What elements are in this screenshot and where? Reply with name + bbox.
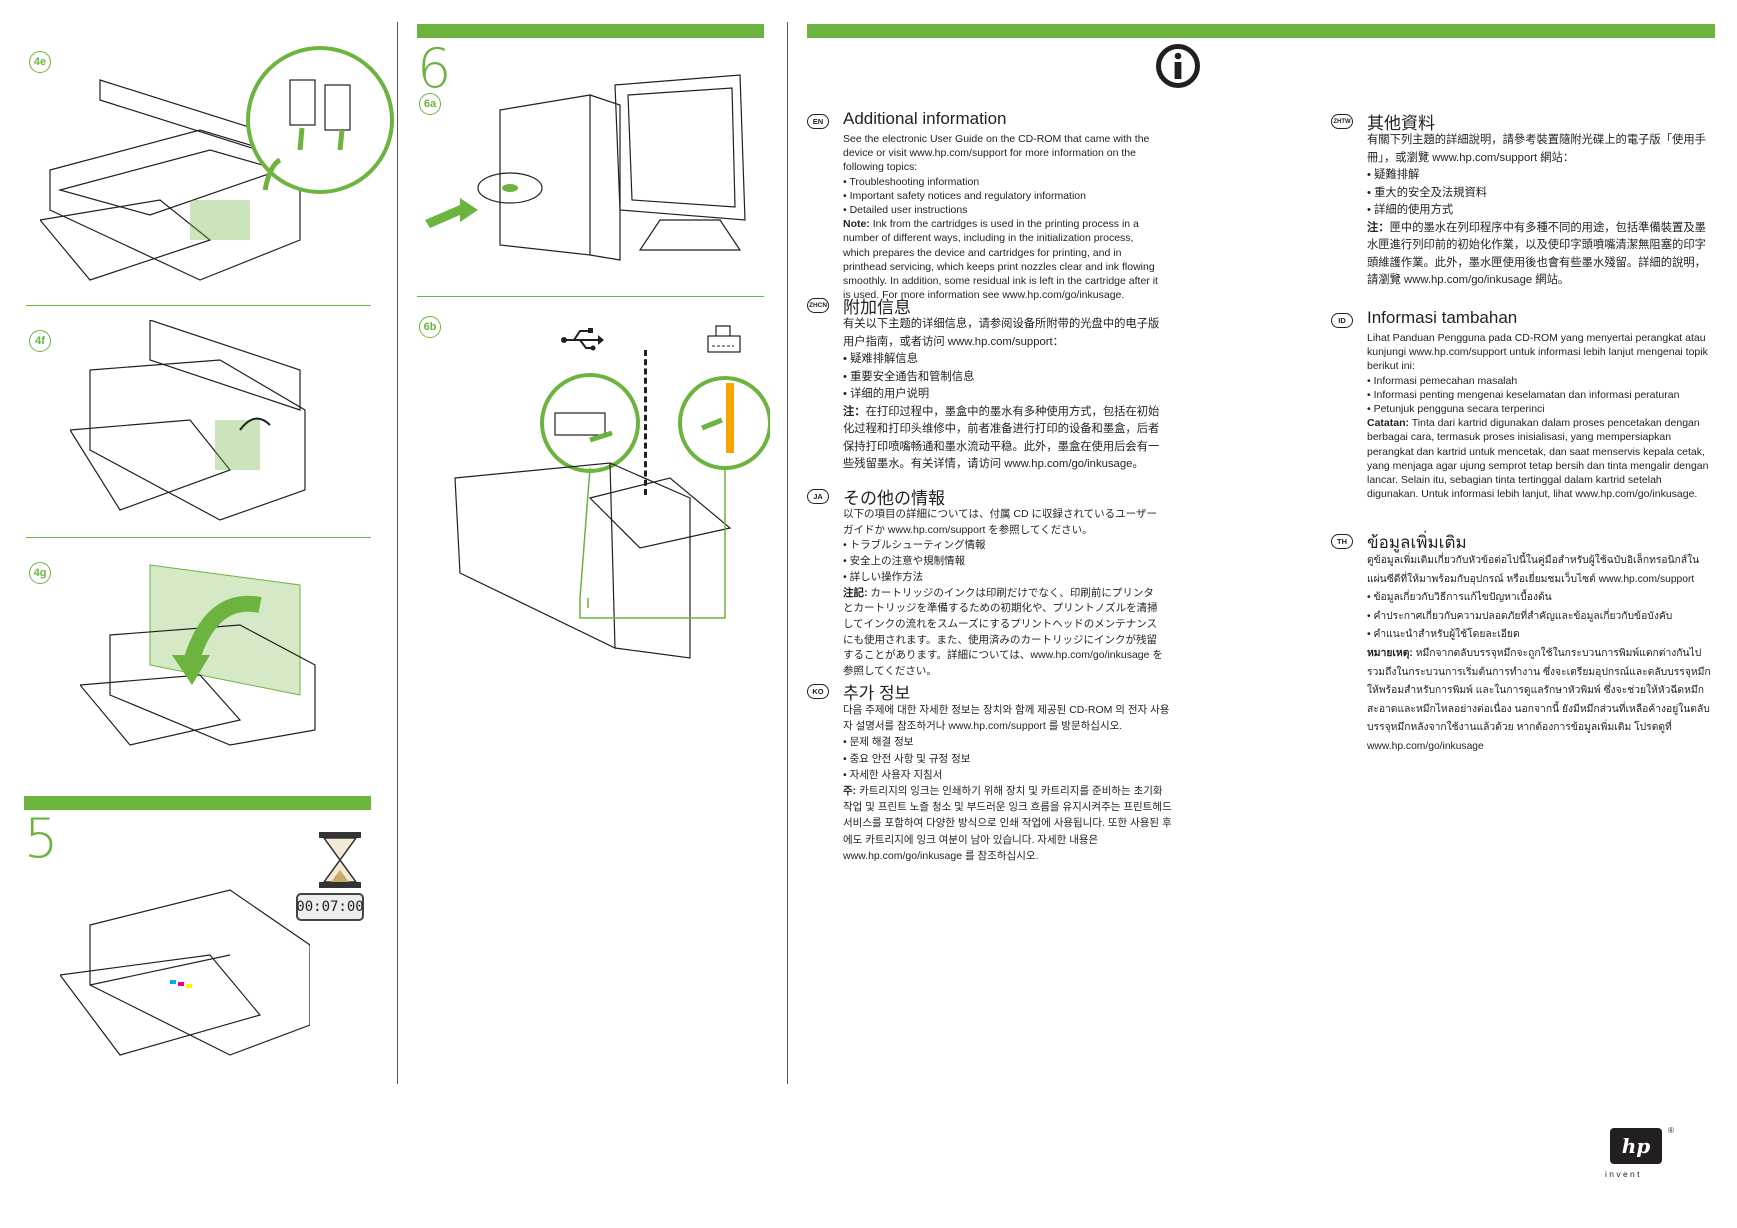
info-bar (807, 24, 1715, 38)
note-label: Catatan: (1367, 417, 1410, 430)
section-ja-intro: 以下の項目の詳細については、付属 CD に収録されているユーザーガイドか www… (843, 508, 1157, 536)
section-ja-note: カートリッジのインクは印刷だけでなく、印刷前にプリンタとカートリッジを準備するた… (843, 586, 1163, 678)
list-item: ข้อมูลเกี่ยวกับวิธีการแก้ไขปัญหาเบื้องต้… (1367, 589, 1712, 608)
section-zhcn-note: 在打印过程中，墨盒中的墨水有多种使用方式，包括在初始化过程和打印头维修中，前者准… (843, 405, 1160, 471)
section-ko-title: 추가 정보 (843, 684, 911, 703)
printer-cartridge-illustration (40, 46, 394, 281)
lang-badge-en: EN (807, 114, 829, 129)
section-th-title: ข้อมูลเพิ่มเติม (1367, 533, 1467, 552)
section-en-title: Additional information (843, 109, 1007, 128)
list-item: 重大的安全及法規資料 (1367, 185, 1712, 203)
list-item: คำแนะนำสำหรับผู้ใช้โดยละเอียด (1367, 626, 1712, 645)
step-badge-6b: 6b (419, 316, 441, 338)
note-label: 주: (843, 785, 857, 798)
list-item: 문제 해결 정보 (843, 734, 1173, 750)
list-item: 疑難排解 (1367, 167, 1712, 185)
section-zhcn-title: 附加信息 (843, 298, 911, 317)
step-5-number: 5 (24, 807, 59, 870)
section-ko-note: 카트리지의 잉크는 인쇄하기 위해 장치 및 카트리지를 준비하는 초기화 작업… (843, 785, 1172, 862)
step-badge-4f: 4f (29, 330, 51, 352)
list-item: 安全上の注意や規制情報 (843, 554, 1163, 570)
list-item: Detailed user instructions (843, 203, 1161, 217)
list-item: トラブルシューティング情報 (843, 538, 1163, 554)
printer-close-cover-illustration (80, 564, 316, 746)
parallel-port-icon (707, 325, 741, 353)
hp-logo: hp (1610, 1128, 1662, 1164)
step-6-bar (417, 24, 764, 38)
section-ko-intro: 다음 주제에 대한 자세한 정보는 장치와 함께 제공된 CD-ROM 의 전자… (843, 704, 1170, 733)
note-label: 注： (843, 405, 866, 418)
section-zhtw-intro: 有關下列主題的詳細說明，請參考裝置隨附光碟上的電子版「使用手冊」，或瀏覽 www… (1367, 134, 1706, 164)
hp-tagline: i n v e n t (1605, 1169, 1640, 1179)
list-item: Petunjuk pengguna secara terperinci (1367, 402, 1712, 416)
section-en-intro: See the electronic User Guide on the CD-… (843, 133, 1150, 174)
divider (26, 537, 371, 538)
list-item: Troubleshooting information (843, 175, 1161, 189)
printer-ports-illustration (454, 373, 770, 659)
step-6-number: 6 (417, 37, 452, 100)
section-id-note: Tinta dari kartrid digunakan dalam prose… (1367, 417, 1709, 501)
divider (417, 296, 764, 297)
lang-badge-ko: KO (807, 684, 829, 699)
hourglass-icon (319, 832, 361, 888)
list-item: 중요 안전 사항 및 규정 정보 (843, 751, 1173, 767)
step-5-bar (24, 796, 371, 810)
column-divider (397, 22, 398, 1084)
section-ja-title: その他の情報 (843, 489, 945, 508)
list-item: Informasi pemecahan masalah (1367, 374, 1712, 388)
section-zhcn-intro: 有关以下主题的详细信息，请参阅设备所附带的光盘中的电子版用户指南，或者访问 ww… (843, 318, 1160, 348)
section-id-title: Informasi tambahan (1367, 308, 1518, 327)
step-badge-4e: 4e (29, 51, 51, 73)
section-th-intro: ดูข้อมูลเพิ่มเติมเกี่ยวกับหัวข้อต่อไปนี้… (1367, 555, 1700, 585)
divider (26, 305, 371, 306)
lang-badge-ja: JA (807, 489, 829, 504)
computer-cd-illustration (425, 74, 746, 261)
lang-badge-zhcn: ZHCN (807, 298, 829, 313)
note-label: 注： (1367, 221, 1390, 234)
usb-icon (561, 328, 604, 351)
connection-divider (644, 350, 647, 495)
list-item: คำประกาศเกี่ยวกับความปลอดภัยที่สำคัญและข… (1367, 608, 1712, 627)
section-zhtw-title: 其他資料 (1367, 114, 1435, 133)
list-item: 疑难排解信息 (843, 351, 1161, 369)
list-item: 자세한 사용자 지침서 (843, 767, 1173, 783)
list-item: Informasi penting mengenai keselamatan d… (1367, 388, 1712, 402)
list-item: Important safety notices and regulatory … (843, 189, 1161, 203)
list-item: 詳細的使用方式 (1367, 202, 1712, 220)
lang-badge-zhtw: ZHTW (1331, 114, 1353, 129)
section-id-intro: Lihat Panduan Pengguna pada CD-ROM yang … (1367, 332, 1708, 373)
list-item: 詳しい操作方法 (843, 570, 1163, 586)
timer-display: 00:07:00 (296, 893, 364, 921)
column-divider (787, 22, 788, 1084)
list-item: 重要安全通告和管制信息 (843, 369, 1161, 387)
note-label: หมายเหตุ: (1367, 647, 1413, 659)
printer-close-latch-illustration (70, 320, 306, 521)
step-badge-6a: 6a (419, 93, 441, 115)
note-label: Note: (843, 218, 870, 231)
section-th-note: หมึกจากตลับบรรจุหมึกจะถูกใช้ในกระบวนการพ… (1367, 647, 1711, 752)
section-en-note: Ink from the cartridges is used in the p… (843, 218, 1158, 302)
note-label: 注記: (843, 586, 868, 599)
hp-registered-mark: ® (1668, 1126, 1674, 1135)
list-item: 详细的用户说明 (843, 386, 1161, 404)
lang-badge-id: ID (1331, 313, 1353, 328)
printer-printing-illustration (60, 889, 310, 1056)
step-badge-4g: 4g (29, 562, 51, 584)
section-zhtw-note: 匣中的墨水在列印程序中有多種不同的用途，包括準備裝置及墨水匣進行列印前的初始化作… (1367, 221, 1706, 287)
lang-badge-th: TH (1331, 534, 1353, 549)
info-icon (1156, 44, 1200, 88)
